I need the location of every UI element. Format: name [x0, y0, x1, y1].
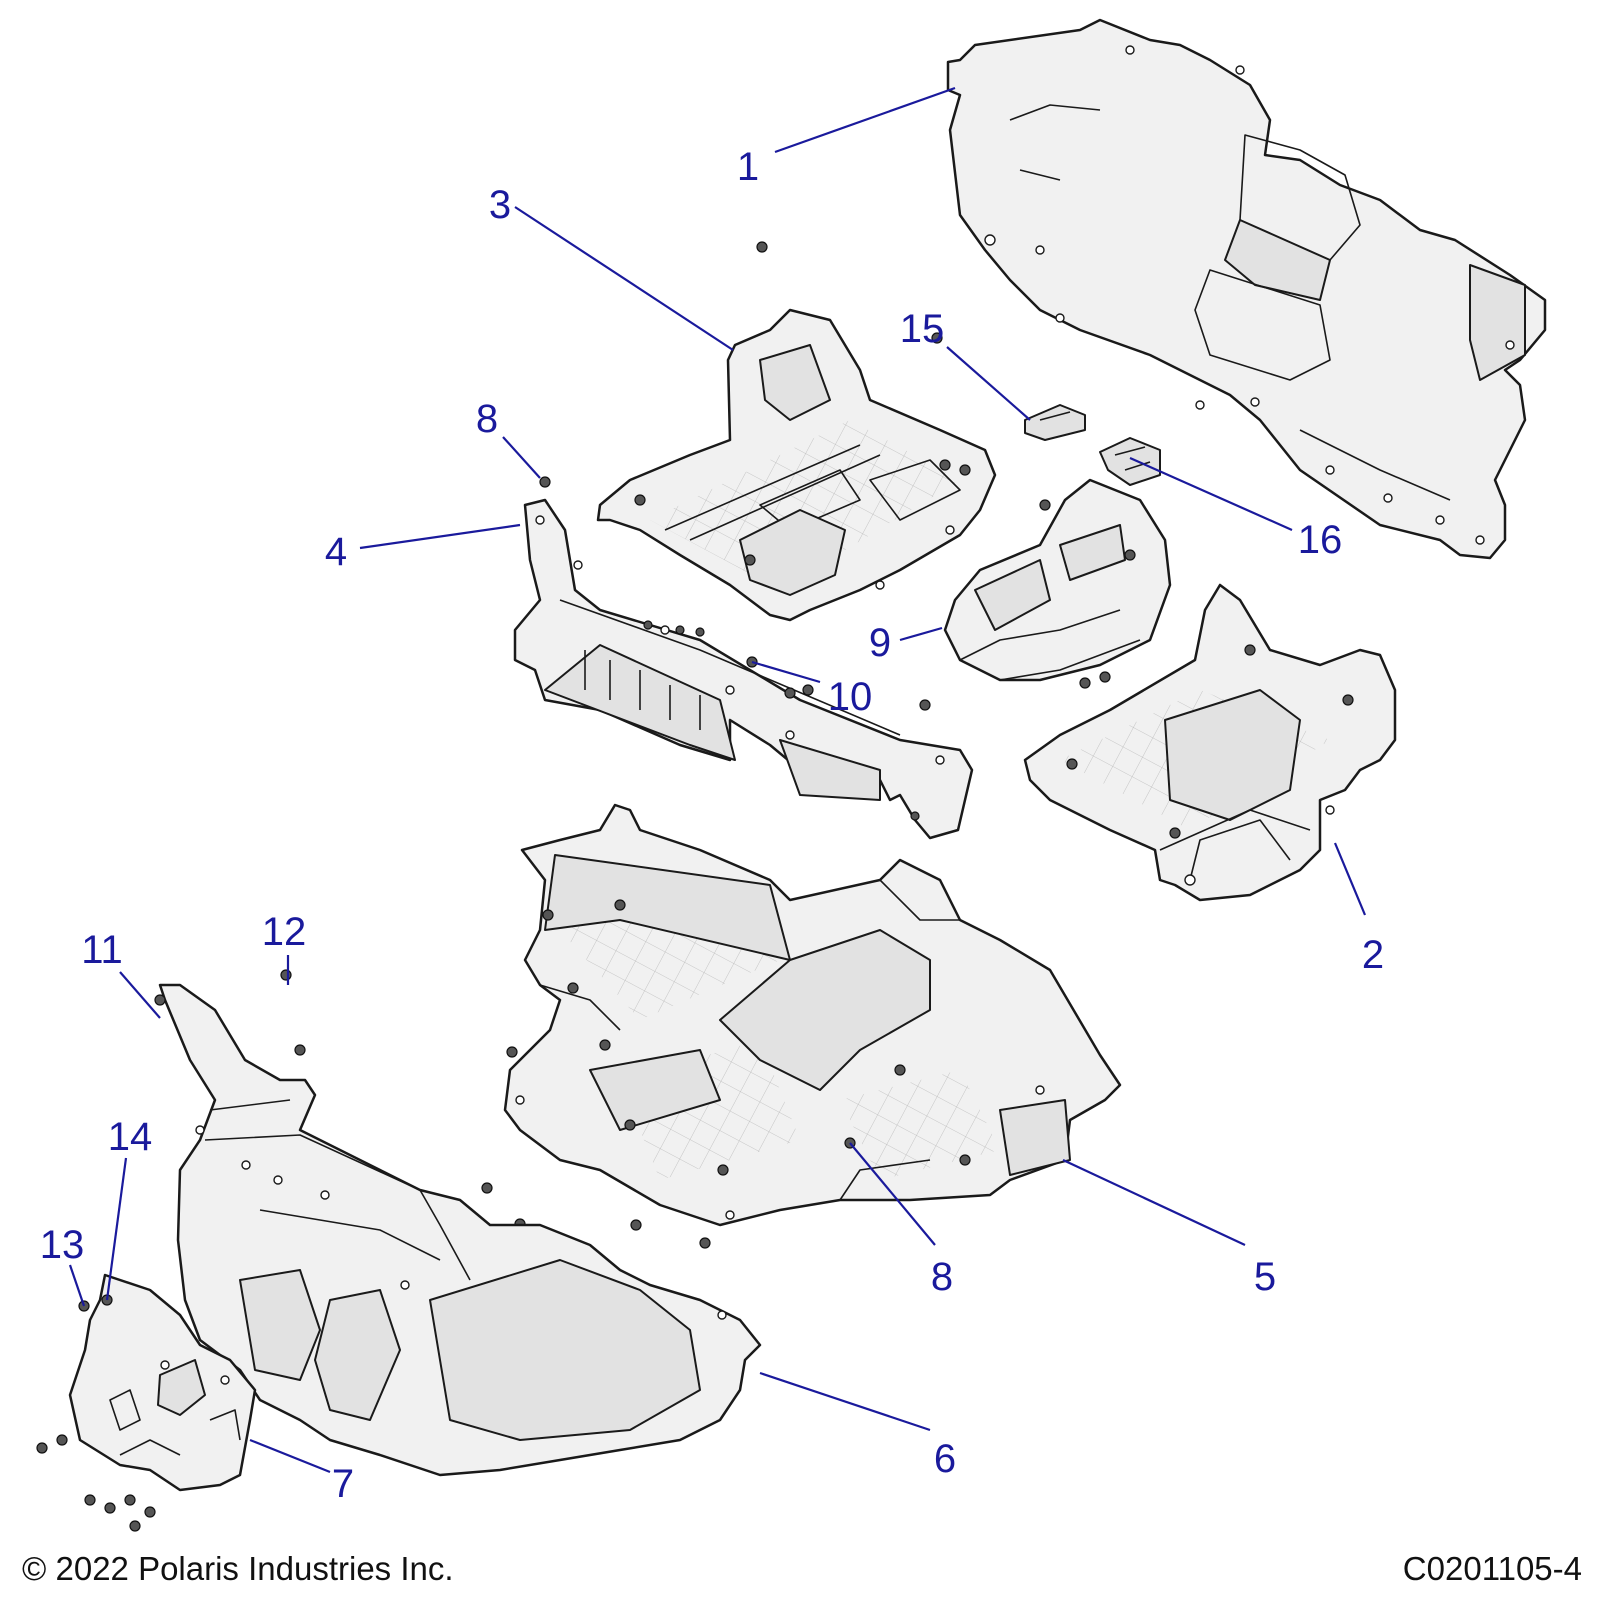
leader-7	[249, 1438, 331, 1474]
leader-14	[105, 1157, 128, 1301]
part-15-clip	[1024, 404, 1086, 441]
leader-5	[1062, 1159, 1246, 1246]
leader-2	[1333, 842, 1367, 916]
callout-1: 1	[737, 145, 759, 189]
callout-8a: 8	[476, 397, 498, 441]
leader-8a	[502, 436, 541, 479]
leader-10	[751, 660, 821, 684]
copyright-text: © 2022 Polaris Industries Inc.	[22, 1550, 454, 1587]
callout-5: 5	[1254, 1255, 1276, 1299]
part-16-clip	[1099, 437, 1161, 486]
leader-1	[774, 86, 956, 154]
leader-9	[899, 626, 943, 642]
part-10-fasteners	[746, 656, 931, 711]
leader-8b	[849, 1142, 936, 1246]
leader-13	[68, 1264, 86, 1307]
leader-16	[1129, 456, 1293, 532]
part-4-crossmember	[513, 476, 974, 840]
callout-4: 4	[325, 530, 347, 574]
callout-3: 3	[489, 183, 511, 227]
callout-2: 2	[1362, 933, 1384, 977]
callout-12: 12	[262, 910, 307, 954]
callout-6: 6	[934, 1437, 956, 1481]
callout-7: 7	[332, 1462, 354, 1506]
leader-lines	[68, 86, 1367, 1474]
callout-labels: 1 2 3 4 5 6 7 8 8 9 10 11 12 13 14 15 16	[40, 145, 1384, 1506]
drawing-number: C0201105-4	[1403, 1550, 1582, 1587]
leader-4	[359, 523, 521, 550]
part-2-side-tray	[1023, 583, 1397, 902]
part-3-floor-tray	[596, 241, 997, 622]
footer: © 2022 Polaris Industries Inc. C0201105-…	[22, 1550, 1582, 1587]
callout-9: 9	[869, 621, 891, 665]
callout-8b: 8	[931, 1255, 953, 1299]
callout-14: 14	[108, 1115, 153, 1159]
part-7-bulkhead-plate	[36, 1273, 257, 1532]
leader-15	[946, 346, 1031, 421]
part-5-floor-pan	[503, 803, 1122, 1227]
part-9-console	[943, 478, 1172, 689]
callout-16: 16	[1298, 518, 1343, 562]
leader-3	[514, 206, 734, 351]
callout-11: 11	[81, 928, 123, 972]
leader-11	[119, 971, 161, 1019]
part-6-firewall	[154, 969, 762, 1477]
callout-13: 13	[40, 1223, 85, 1267]
leader-6	[759, 1371, 931, 1432]
callout-15: 15	[900, 307, 945, 351]
part-1-rear-panel	[946, 18, 1547, 560]
callout-10: 10	[828, 675, 873, 719]
